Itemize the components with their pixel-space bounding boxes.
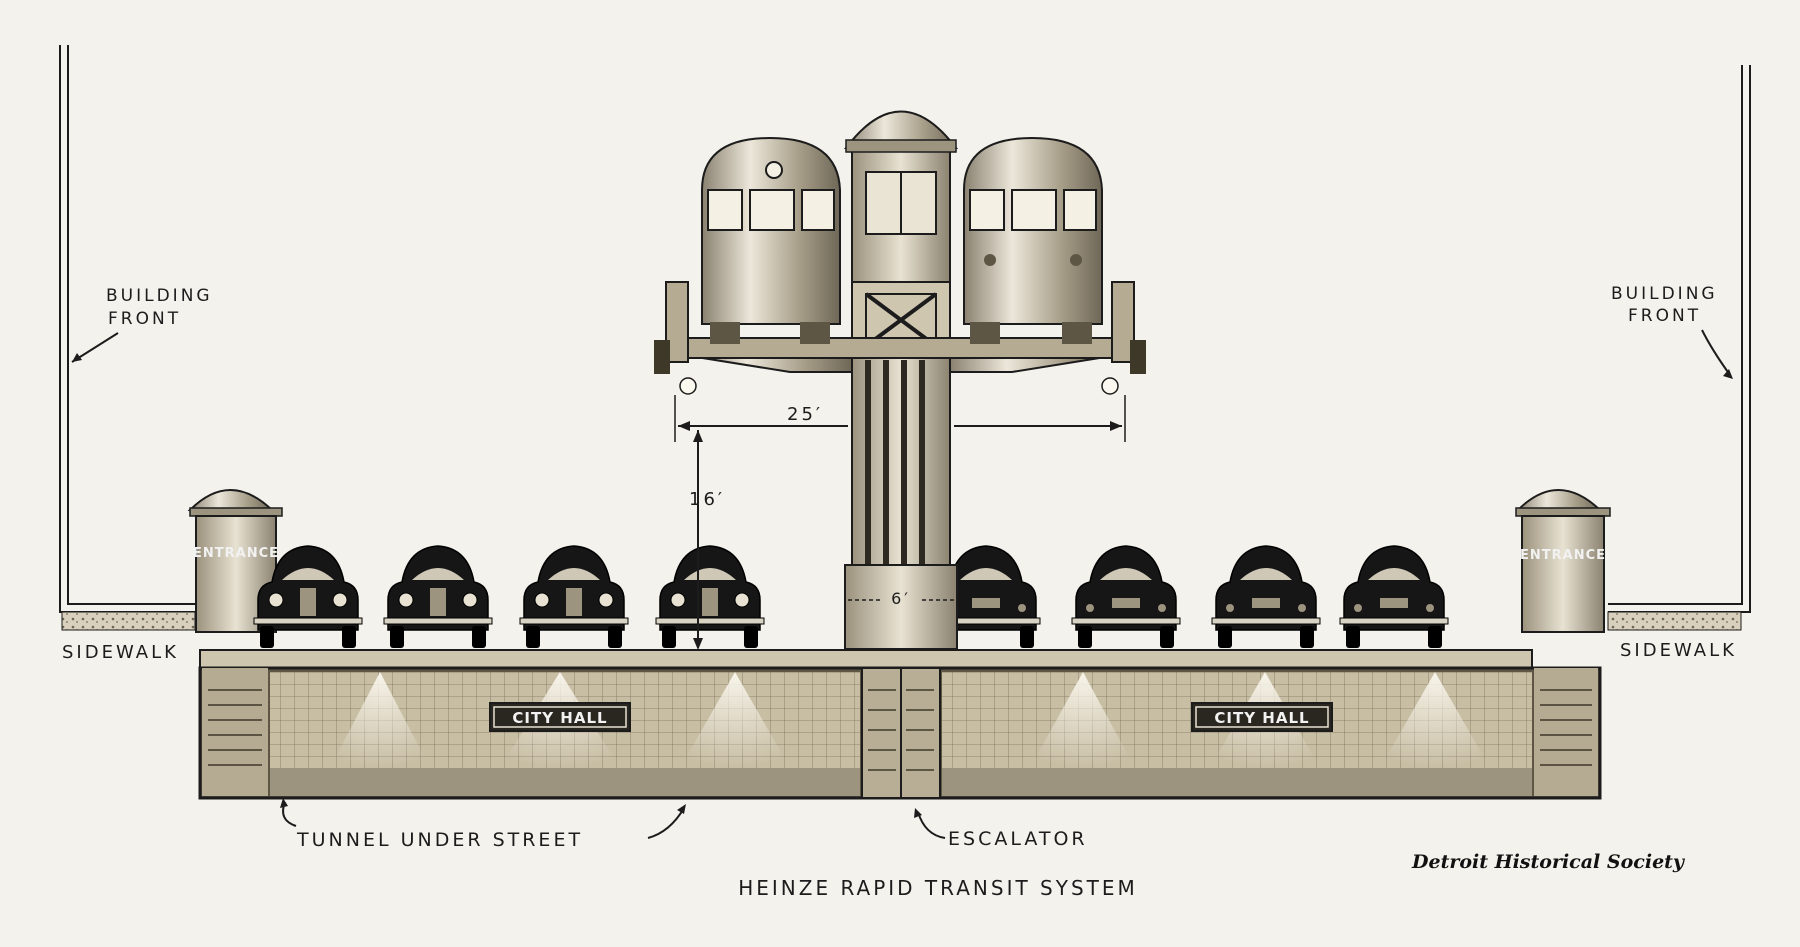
entrance-left-label: ENTRANCE bbox=[193, 546, 279, 561]
cars-front-facing bbox=[253, 545, 765, 648]
building-front-right-line1: BUILDING bbox=[1611, 284, 1718, 304]
sidewalk-left-label: SIDEWALK bbox=[62, 642, 179, 663]
car-rear-2 bbox=[1071, 545, 1181, 648]
building-front-right-line2: FRONT bbox=[1628, 306, 1701, 326]
car-front-4 bbox=[655, 545, 765, 648]
train-car-right bbox=[963, 136, 1103, 344]
support-column bbox=[843, 110, 959, 650]
dim-width bbox=[674, 395, 1126, 442]
building-front-left bbox=[59, 45, 196, 631]
car-rear-3 bbox=[1211, 545, 1321, 648]
building-front-right bbox=[1607, 65, 1751, 631]
car-front-1 bbox=[253, 545, 363, 648]
car-front-2 bbox=[383, 545, 493, 648]
signal-light-left bbox=[654, 340, 697, 395]
car-rear-1 bbox=[931, 545, 1041, 648]
city-hall-sign-left: CITY HALL bbox=[489, 702, 631, 732]
dim-height bbox=[693, 430, 703, 650]
train-car-left bbox=[701, 136, 841, 344]
city-hall-sign-right-text: CITY HALL bbox=[1214, 709, 1309, 727]
cars-rear-facing bbox=[931, 545, 1449, 648]
entrance-right-label: ENTRANCE bbox=[1520, 548, 1606, 563]
arrow-building-right bbox=[1701, 329, 1731, 376]
building-front-left-line1: BUILDING bbox=[106, 286, 213, 306]
arrowhead-building-right bbox=[1723, 369, 1733, 379]
diagram-caption: HEINZE RAPID TRANSIT SYSTEM bbox=[738, 876, 1138, 900]
arrowhead-building-left bbox=[72, 353, 82, 362]
dim-width-label: 25′ bbox=[787, 404, 823, 425]
signal-light-right bbox=[1101, 340, 1146, 395]
building-front-left-line2: FRONT bbox=[108, 309, 181, 329]
tunnel-label: TUNNEL UNDER STREET bbox=[296, 829, 583, 851]
arrow-escalator bbox=[917, 811, 946, 839]
city-hall-sign-left-text: CITY HALL bbox=[512, 709, 607, 727]
escalator-label: ESCALATOR bbox=[948, 828, 1088, 850]
city-hall-sign-right: CITY HALL bbox=[1191, 702, 1333, 732]
dim-column-label: 6′ bbox=[891, 589, 911, 608]
car-rear-4 bbox=[1339, 545, 1449, 648]
sidewalk-right-label: SIDEWALK bbox=[1620, 640, 1737, 661]
credit-watermark: Detroit Historical Society bbox=[1411, 851, 1686, 873]
car-front-3 bbox=[519, 545, 629, 648]
arrow-tunnel-right bbox=[647, 807, 685, 839]
dim-height-label: 16′ bbox=[689, 489, 725, 510]
cross-arm bbox=[665, 281, 1135, 373]
tunnel bbox=[198, 666, 1602, 800]
entrance-kiosk-right: ENTRANCE bbox=[1515, 489, 1611, 633]
